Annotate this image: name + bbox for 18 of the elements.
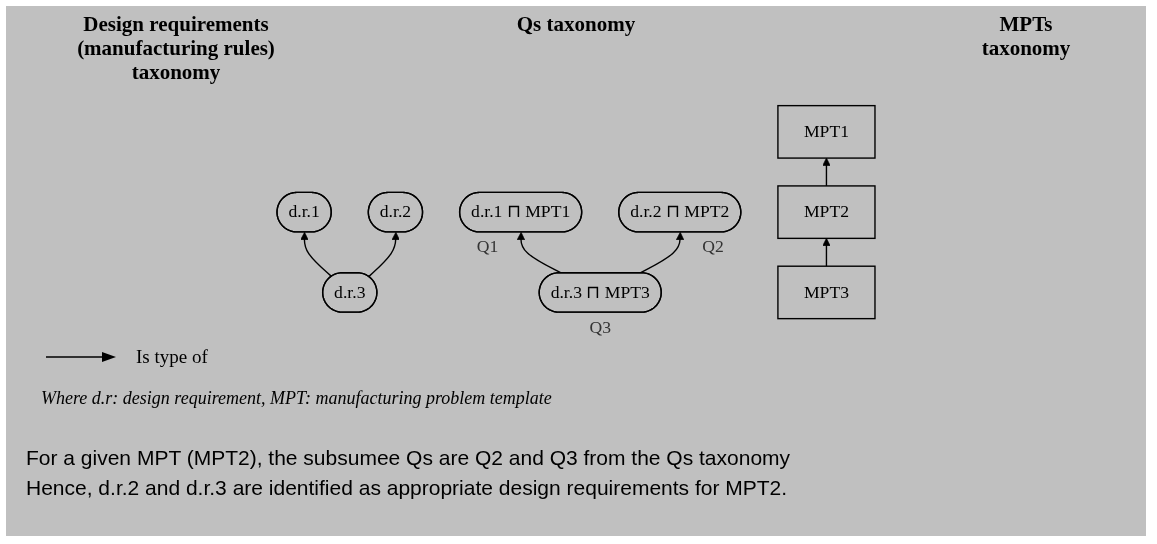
legend-label: Is type of — [136, 346, 208, 368]
arrow — [822, 238, 831, 267]
node-caption: Q2 — [702, 236, 724, 257]
arrow — [300, 231, 333, 278]
section-heading: MPTs taxonomy — [980, 12, 1072, 60]
node-box: MPT2 — [777, 185, 876, 240]
footnote: Where d.r: design requirement, MPT: manufacturing problem template — [41, 388, 552, 409]
arrow — [368, 231, 400, 278]
arrow — [639, 231, 685, 274]
section-heading: Qs taxonomy — [515, 12, 637, 36]
arrow — [822, 157, 831, 187]
node-caption: Q1 — [476, 236, 499, 257]
explanation-text: Hence, d.r.2 and d.r.3 are identified as appropriate design requirements for MPT2. — [26, 476, 788, 500]
node-box: MPT1 — [777, 104, 876, 159]
section-heading: Design requirements (manufacturing rules) taxonomy — [76, 12, 276, 84]
node-box: MPT3 — [777, 265, 876, 320]
node-caption: Q3 — [589, 316, 611, 337]
explanation-text: For a given MPT (MPT2), the subsumee Qs are Q2 and Q3 from the Qs taxonomy — [26, 446, 791, 470]
